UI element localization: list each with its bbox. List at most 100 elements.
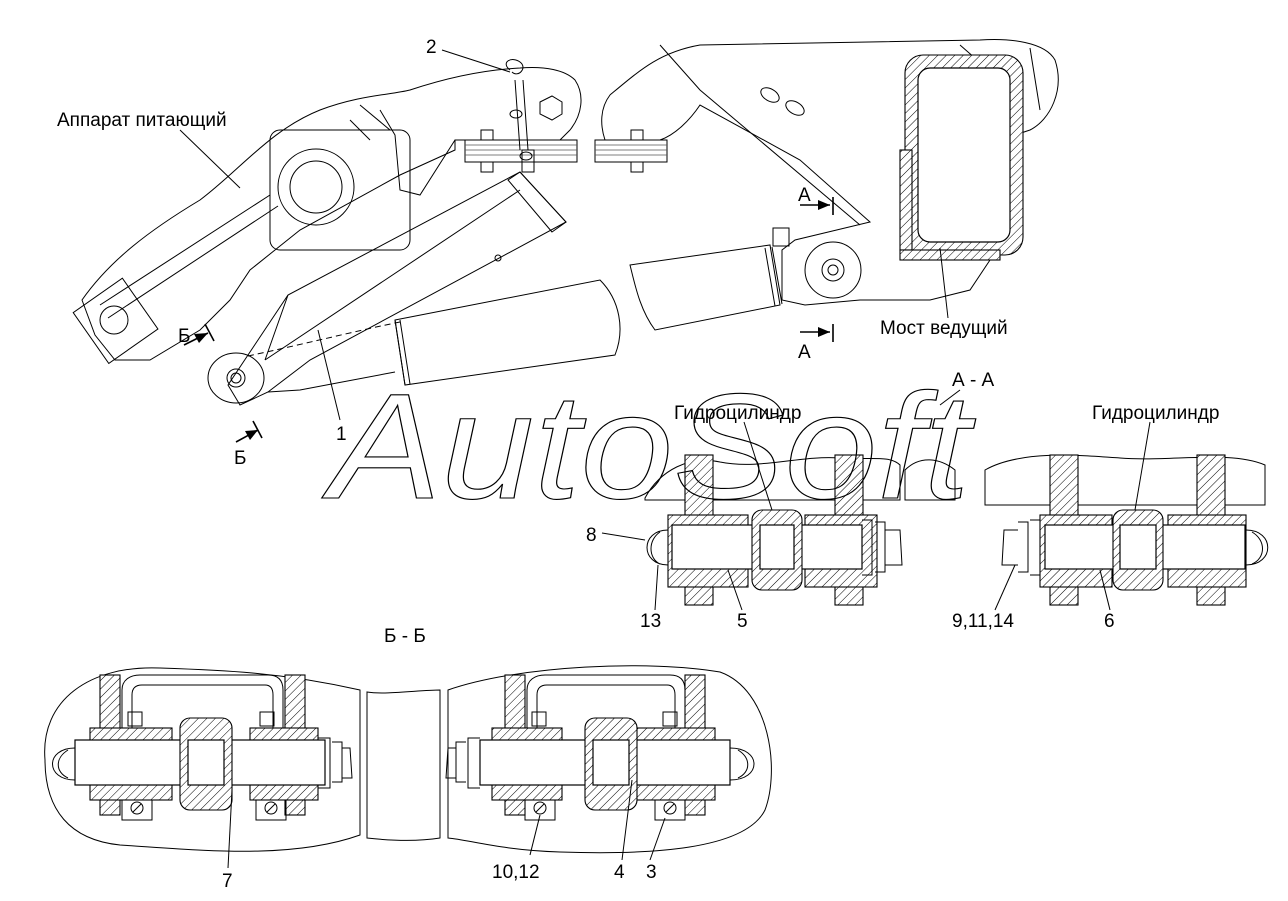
bb-left-screw-2 xyxy=(255,799,287,821)
lower-pivot-bolt xyxy=(230,372,242,384)
aa-background-outline-mid xyxy=(904,459,956,501)
bb-outline-left xyxy=(44,667,361,852)
axle-bracket xyxy=(601,39,1059,306)
callout-13: 13 xyxy=(640,611,661,632)
lift-arm xyxy=(227,171,567,406)
main-view xyxy=(72,39,1059,443)
watermark: AutoSoft xyxy=(321,362,976,530)
aa-left-clip xyxy=(646,529,669,566)
cylinder-collar-right xyxy=(764,246,783,307)
feeder-rail xyxy=(99,194,279,319)
rear-pivot-outer xyxy=(804,241,862,299)
feeder-housing-outline xyxy=(81,67,582,361)
mark-a-top: А xyxy=(798,185,811,206)
bolts-upper xyxy=(480,95,644,173)
feeder-hole xyxy=(99,305,129,335)
label-feeder: Аппарат питающий xyxy=(57,110,227,131)
section-bb-view xyxy=(44,665,772,869)
label-cylinder-right: Гидроцилиндр xyxy=(1092,403,1219,424)
axle-tube-inner xyxy=(917,67,1011,243)
label-cylinder-left: Гидроцилиндр xyxy=(674,403,801,424)
arm-small-hole xyxy=(494,254,502,262)
section-aa-view xyxy=(601,389,1269,611)
hub-circle-inner xyxy=(289,160,343,214)
aa-left-washer xyxy=(862,519,886,576)
label-section-aa: А - А xyxy=(952,370,995,391)
grease-fitting xyxy=(772,227,790,247)
aa-right-washer xyxy=(1018,519,1041,576)
lift-arm-end xyxy=(507,171,567,233)
aa-left-bushing-core xyxy=(759,524,795,570)
bb-left-clip xyxy=(52,747,76,781)
axle-plate xyxy=(899,149,913,251)
axle-plate-bottom xyxy=(899,249,1001,261)
leader-1 xyxy=(317,329,341,421)
callout-7: 7 xyxy=(222,871,233,892)
mark-b-bottom: Б xyxy=(234,448,246,469)
bb-right-screw-1 xyxy=(524,799,556,821)
aa-right-bushing-core xyxy=(1119,524,1157,570)
bb-left-bracket xyxy=(121,674,284,728)
bb-right-bolt-2 xyxy=(662,711,678,727)
bb-left-screw-1 xyxy=(121,799,153,821)
cylinder-collar xyxy=(394,319,411,386)
aa-left-nut xyxy=(885,529,903,566)
callout-6: 6 xyxy=(1104,611,1115,632)
aa-right-nut xyxy=(1001,529,1018,566)
slot-1 xyxy=(760,87,780,103)
callout-4: 4 xyxy=(614,862,625,883)
bb-left-bolt-2 xyxy=(259,711,275,727)
bb-right-bolt-1 xyxy=(531,711,547,727)
bb-left-nut xyxy=(342,747,353,779)
leader-axle xyxy=(939,247,949,319)
feeder-bracket xyxy=(72,277,159,365)
aa-background-outline-left xyxy=(644,457,901,501)
callout-9-11-14: 9,11,14 xyxy=(952,611,1014,632)
bb-right-bracket xyxy=(526,674,686,728)
bb-right-screw-2 xyxy=(654,799,686,821)
bb-right-washer xyxy=(455,737,480,789)
bb-outline-right xyxy=(447,665,772,854)
aa-background-outline-right xyxy=(984,454,1266,506)
lower-pivot-nut xyxy=(226,368,246,388)
dashed-link xyxy=(247,321,401,357)
hub-body xyxy=(269,129,411,251)
lower-pivot-outer xyxy=(207,352,265,404)
aa-right-clip xyxy=(1245,529,1269,566)
callout-8: 8 xyxy=(586,525,597,546)
leader-2 xyxy=(441,49,511,73)
label-axle: Мост ведущий xyxy=(880,318,1008,339)
hub-circle-outer xyxy=(277,148,355,226)
callout-1: 1 xyxy=(336,424,347,445)
leader-feeder xyxy=(179,129,241,189)
bb-outline-mid xyxy=(366,689,441,841)
callout-2: 2 xyxy=(426,37,437,58)
section-line-a xyxy=(800,197,834,342)
arm-edge xyxy=(264,189,521,361)
bb-right-nut xyxy=(445,747,456,779)
bb-left-bolt-1 xyxy=(127,711,143,727)
cylinder-barrel xyxy=(394,279,621,386)
mark-b-top: Б xyxy=(178,326,190,347)
bb-right-clip xyxy=(729,747,755,781)
callout-3: 3 xyxy=(646,862,657,883)
spring-clip xyxy=(505,59,533,161)
cylinder-rod-right xyxy=(629,244,781,331)
slot-2 xyxy=(785,100,805,116)
callout-10-12: 10,12 xyxy=(492,862,540,883)
label-section-bb: Б - Б xyxy=(384,626,426,647)
upper-plate-right xyxy=(594,139,668,163)
mark-a-bottom: А xyxy=(798,342,811,363)
cylinder-rod-left xyxy=(267,371,396,393)
bb-right-bushing-core xyxy=(592,739,630,786)
rear-pivot-bolt xyxy=(827,264,839,276)
bb-left-bushing-core xyxy=(187,739,225,786)
rear-pivot-nut xyxy=(821,258,845,282)
section-line-b xyxy=(183,323,263,443)
hub-detail xyxy=(349,104,456,196)
upper-plate-left xyxy=(464,139,578,163)
callout-5: 5 xyxy=(737,611,748,632)
bb-left-washer xyxy=(318,737,343,789)
